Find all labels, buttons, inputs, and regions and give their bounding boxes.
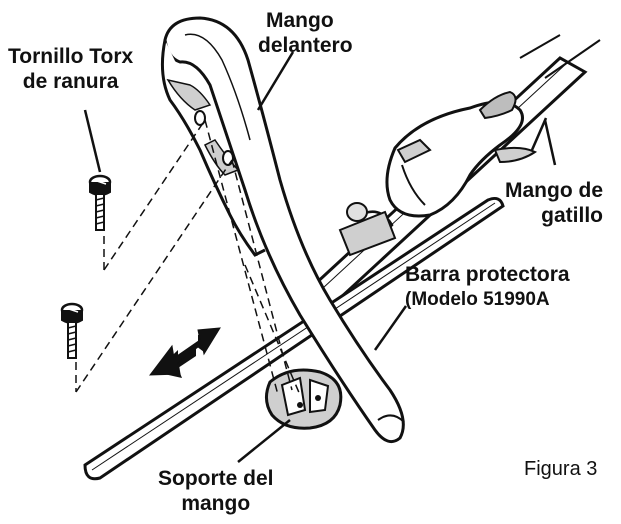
double-headed-arrow-icon [148, 327, 221, 378]
figure-caption: Figura 3 [524, 458, 598, 480]
label-torx-screw: Tornillo Torx de ranura [8, 44, 133, 94]
label-torx-screw-line1: Tornillo Torx [8, 45, 134, 68]
label-trigger-handle-line1: Mango de [505, 179, 603, 202]
slotted-torx-screw-icon [88, 174, 112, 231]
label-front-handle: Mango delantero [258, 8, 353, 58]
alignment-dashed-lines [75, 119, 301, 396]
trigger-handle [338, 90, 538, 257]
label-handle-bracket-line2: mango [181, 492, 251, 515]
label-front-handle-line1: Mango [266, 9, 334, 32]
handle-bracket [265, 368, 343, 430]
label-front-handle-line2: delantero [258, 34, 353, 57]
label-handle-bracket: Soporte del mango [158, 466, 274, 516]
label-torx-screw-line2: de ranura [22, 70, 119, 93]
label-trigger-handle-line2: gatillo [541, 204, 603, 227]
front-handle [160, 16, 405, 444]
slotted-torx-screw-icon [60, 302, 84, 359]
label-trigger-handle: Mango de gatillo [505, 178, 603, 228]
guard-bar [83, 197, 505, 481]
label-guard-bar-line2: (Modelo 51990A [405, 289, 550, 310]
leader-lines [83, 51, 548, 463]
label-guard-bar-line1: Barra protectora [405, 263, 570, 286]
label-handle-bracket-line1: Soporte del [158, 467, 274, 490]
label-guard-bar: Barra protectora (Modelo 51990A [405, 262, 570, 312]
